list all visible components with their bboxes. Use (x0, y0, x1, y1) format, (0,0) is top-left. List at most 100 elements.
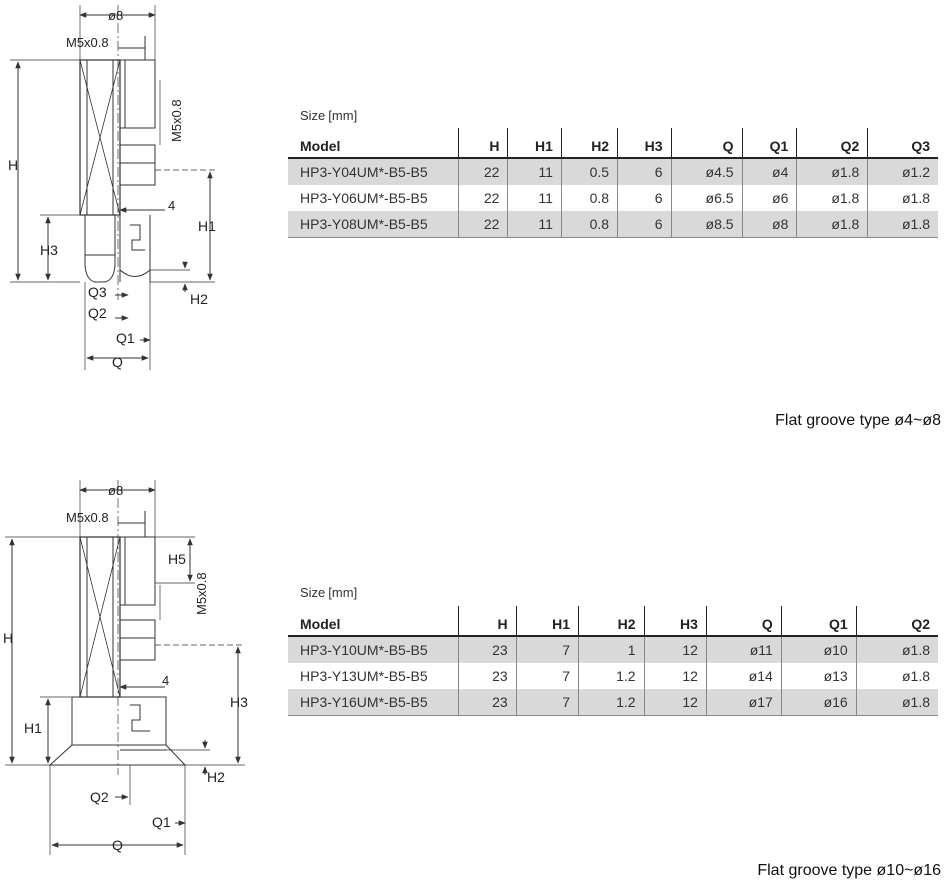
col-model: Model (288, 606, 459, 637)
table-row: HP3-Y16UM*-B5-B5 23 7 1.2 12 ø17 ø16 ø1.… (288, 689, 938, 716)
caption-large: Flat groove type ø10~ø16 (757, 862, 941, 879)
dim-q2: Q2 (88, 305, 107, 321)
spec-table-large: Model H H1 H2 H3 Q Q1 Q2 HP3-Y10UM*-B5-B… (288, 606, 938, 716)
cell: ø1.8 (855, 689, 938, 716)
col-q1: Q1 (741, 128, 797, 159)
cell: ø17 (705, 689, 782, 716)
cell: ø1.8 (796, 185, 868, 211)
cell: 22 (457, 211, 508, 238)
cell-model: HP3-Y13UM*-B5-B5 (300, 668, 428, 684)
cell: ø1.8 (796, 211, 868, 238)
col-h2: H2 (578, 606, 645, 637)
col-h: H (457, 128, 508, 159)
dim-q: Q (112, 354, 123, 370)
dim-4: 4 (162, 673, 169, 688)
dim-h: H (8, 157, 18, 173)
dim-h3: H3 (230, 694, 248, 710)
dim-q2: Q2 (90, 789, 109, 805)
col-h1: H1 (515, 606, 579, 637)
cell-model: HP3-Y10UM*-B5-B5 (288, 636, 459, 663)
dim-m5-side: M5x0.8 (169, 99, 184, 142)
unit-label: [mm] (328, 108, 358, 123)
dim-m5-top: M5x0.8 (66, 510, 109, 525)
cell: 22 (457, 158, 508, 185)
dim-dia8: ø8 (108, 483, 123, 498)
cell: ø1.8 (867, 211, 938, 238)
col-h3: H3 (617, 128, 672, 159)
col-h2: H2 (560, 128, 618, 159)
cell: ø14 (705, 663, 782, 689)
cell: 1.2 (578, 689, 645, 716)
cell: 23 (458, 636, 517, 663)
col-h: H (458, 606, 517, 637)
cell: 0.5 (560, 158, 618, 185)
col-q1: Q1 (780, 606, 857, 637)
dim-q1: Q1 (152, 814, 171, 830)
dim-h: H (3, 630, 13, 646)
size-label: Size[mm] (300, 585, 357, 600)
caption-small: Flat groove type ø4~ø8 (775, 412, 941, 429)
cell: ø16 (780, 689, 857, 716)
cell: 0.8 (560, 185, 618, 211)
col-q2: Q2 (796, 128, 868, 159)
table-row: HP3-Y04UM*-B5-B5 22 11 0.5 6 ø4.5 ø4 ø1.… (288, 158, 938, 185)
cell: 12 (643, 689, 707, 716)
table-header-row: Model H H1 H2 H3 Q Q1 Q2 Q3 (288, 128, 938, 159)
dim-h1: H1 (24, 720, 42, 736)
cell: ø10 (780, 636, 857, 663)
cell: ø6 (741, 185, 797, 211)
dim-h3: H3 (40, 242, 58, 258)
unit-label: [mm] (328, 585, 358, 600)
col-h1: H1 (507, 128, 562, 159)
cell: ø13 (780, 663, 857, 689)
dim-m5-side: M5x0.8 (194, 572, 209, 615)
cell: 1 (578, 636, 645, 663)
table-row: HP3-Y06UM*-B5-B5 22 11 0.8 6 ø6.5 ø6 ø1.… (288, 185, 938, 211)
cell: 7 (515, 663, 579, 689)
drawing-flat-groove-small: ø8 M5x0.8 M5x0.8 H H3 H1 H2 4 Q3 Q2 Q1 Q (8, 5, 216, 370)
cell: 7 (515, 689, 579, 716)
cell: 6 (617, 211, 672, 238)
dim-h2: H2 (207, 769, 225, 785)
cell: ø4 (741, 158, 797, 185)
dim-h5: H5 (168, 551, 186, 567)
cell-model: HP3-Y16UM*-B5-B5 (288, 689, 459, 716)
col-q3: Q3 (867, 128, 938, 159)
cell: ø1.2 (867, 158, 938, 185)
dim-q1: Q1 (116, 330, 135, 346)
cell: ø1.8 (796, 158, 868, 185)
size-label: Size[mm] (300, 108, 357, 123)
table-row: HP3-Y10UM*-B5-B5 23 7 1 12 ø11 ø10 ø1.8 (288, 636, 938, 663)
drawing-flat-groove-large: ø8 M5x0.8 M5x0.8 H5 H H1 H3 H2 4 Q2 Q1 Q (3, 480, 248, 855)
col-h3: H3 (643, 606, 707, 637)
size-label-text: Size (300, 585, 326, 600)
cell: ø1.8 (855, 663, 938, 689)
cell: ø8 (741, 211, 797, 238)
dim-dia8: ø8 (108, 8, 123, 23)
col-q: Q (670, 128, 743, 159)
col-model: Model (288, 128, 459, 159)
cell: 23 (458, 663, 517, 689)
table-row: HP3-Y13UM*-B5-B5 23 7 1.2 12 ø14 ø13 ø1.… (288, 663, 938, 689)
dim-q3: Q3 (88, 284, 107, 300)
cell: 11 (507, 185, 562, 211)
cell: 6 (617, 158, 672, 185)
cell: 22 (457, 185, 508, 211)
dim-h2: H2 (190, 291, 208, 307)
cell: 11 (507, 211, 562, 238)
cell: ø1.8 (867, 185, 938, 211)
cell: 0.8 (560, 211, 618, 238)
cell: 12 (643, 663, 707, 689)
col-q: Q (705, 606, 782, 637)
cell: 23 (458, 689, 517, 716)
cell-model: HP3-Y06UM*-B5-B5 (300, 190, 428, 206)
dim-h1: H1 (198, 218, 216, 234)
size-label-text: Size (300, 108, 326, 123)
table-row: HP3-Y08UM*-B5-B5 22 11 0.8 6 ø8.5 ø8 ø1.… (288, 211, 938, 238)
table-header-row: Model H H1 H2 H3 Q Q1 Q2 (288, 606, 938, 637)
cell: ø6.5 (670, 185, 743, 211)
col-q2: Q2 (855, 606, 938, 637)
cell: ø4.5 (670, 158, 743, 185)
spec-table-small: Model H H1 H2 H3 Q Q1 Q2 Q3 HP3-Y04UM*-B… (288, 128, 938, 238)
cell: ø8.5 (670, 211, 743, 238)
